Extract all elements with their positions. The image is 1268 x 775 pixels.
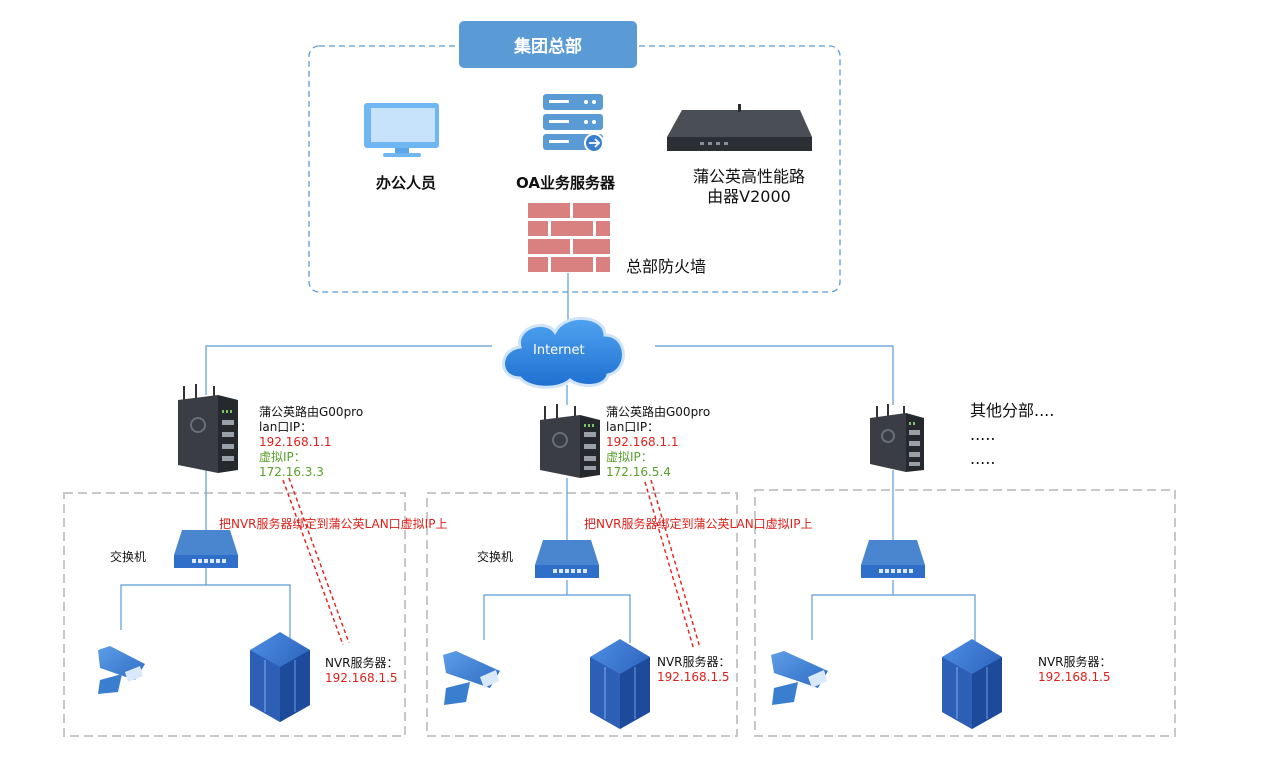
industrial-router-icon-3 <box>870 404 924 472</box>
v2000-router-label: 蒲公英高性能路 由器V2000 <box>684 167 814 207</box>
branch-2-switch-label: 交换机 <box>477 550 514 564</box>
branch-1-lan-ip: 192.168.1.1 <box>259 435 332 449</box>
branch-1-nvr-info: NVR服务器： 192.168.1.5 <box>325 656 399 686</box>
branch-2-nvr-label: NVR服务器： <box>657 655 731 669</box>
internet-cloud-icon <box>502 317 625 389</box>
camera-icon-3 <box>771 651 828 705</box>
rack-router-icon <box>667 104 812 151</box>
branch-2-nvr-info: NVR服务器： 192.168.1.5 <box>657 655 731 685</box>
other-branches-dots-2: ..... <box>970 449 996 468</box>
nvr-server-icon-3 <box>942 639 1002 729</box>
branch-1-router-info: 蒲公英路由G00pro lan口IP： 192.168.1.1 虚拟IP： 17… <box>259 405 363 480</box>
hq-title: 集团总部 <box>459 21 637 68</box>
switch-icon-2 <box>535 540 599 578</box>
branch-3-nvr-label: NVR服务器： <box>1038 655 1112 669</box>
branch-1-bind-note: 把NVR服务器绑定到蒲公英LAN口虚拟IP上 <box>219 517 448 531</box>
office-staff-label: 办公人员 <box>376 174 437 192</box>
branch-2-virtual-ip-label: 虚拟IP： <box>606 450 653 464</box>
other-branches-label: 其他分部.... <box>970 401 1055 420</box>
camera-icon-2 <box>443 651 500 705</box>
v2000-label-line2: 由器V2000 <box>707 187 791 206</box>
firewall-icon <box>528 203 610 272</box>
branch-2-lan-ip-label: lan口IP： <box>606 420 660 434</box>
nvr-server-icon-2 <box>590 639 650 729</box>
branch-2-lan-ip: 192.168.1.1 <box>606 435 679 449</box>
switch-icon-3 <box>861 540 925 578</box>
branch-1-virtual-ip-label: 虚拟IP： <box>259 450 306 464</box>
connection-lines <box>120 273 976 643</box>
branch-1-router-name: 蒲公英路由G00pro <box>259 405 364 419</box>
branch-1-lan-ip-label: lan口IP： <box>259 420 313 434</box>
internet-label: Internet <box>533 343 585 358</box>
branch-1-nvr-label: NVR服务器： <box>325 656 399 670</box>
branch-2-bind-note: 把NVR服务器绑定到蒲公英LAN口虚拟IP上 <box>584 517 813 531</box>
branch-2-router-name: 蒲公英路由G00pro <box>606 405 711 419</box>
other-branches-dots-1: ..... <box>970 425 996 444</box>
industrial-router-icon-2 <box>540 404 600 478</box>
branch-1-frame <box>63 492 406 737</box>
branch-1-nvr-ip: 192.168.1.5 <box>325 671 398 685</box>
branch-3-nvr-ip: 192.168.1.5 <box>1038 670 1111 684</box>
branch-1-virtual-ip: 172.16.3.3 <box>259 465 324 479</box>
oa-server-label: OA业务服务器 <box>516 174 615 192</box>
branch-2-router-info: 蒲公英路由G00pro lan口IP： 192.168.1.1 虚拟IP： 17… <box>606 405 710 480</box>
nvr-server-icon-1 <box>250 632 310 722</box>
branch-2-nvr-ip: 192.168.1.5 <box>657 670 730 684</box>
firewall-label: 总部防火墙 <box>626 257 707 276</box>
desktop-icon <box>364 103 439 157</box>
industrial-router-icon-1 <box>178 384 238 473</box>
v2000-label-line1: 蒲公英高性能路 <box>692 167 805 186</box>
camera-icon-1 <box>98 646 145 694</box>
branch-3-frame <box>754 489 1176 737</box>
binding-lines <box>282 477 701 651</box>
branch-2-frame <box>426 492 738 737</box>
switch-icon-1 <box>174 530 238 568</box>
server-rack-icon <box>543 94 604 153</box>
branch-1-switch-label: 交换机 <box>110 550 147 564</box>
other-branches-info: 其他分部.... ..... ..... <box>970 399 1054 471</box>
branch-3-nvr-info: NVR服务器： 192.168.1.5 <box>1038 655 1112 685</box>
branch-2-virtual-ip: 172.16.5.4 <box>606 465 671 479</box>
